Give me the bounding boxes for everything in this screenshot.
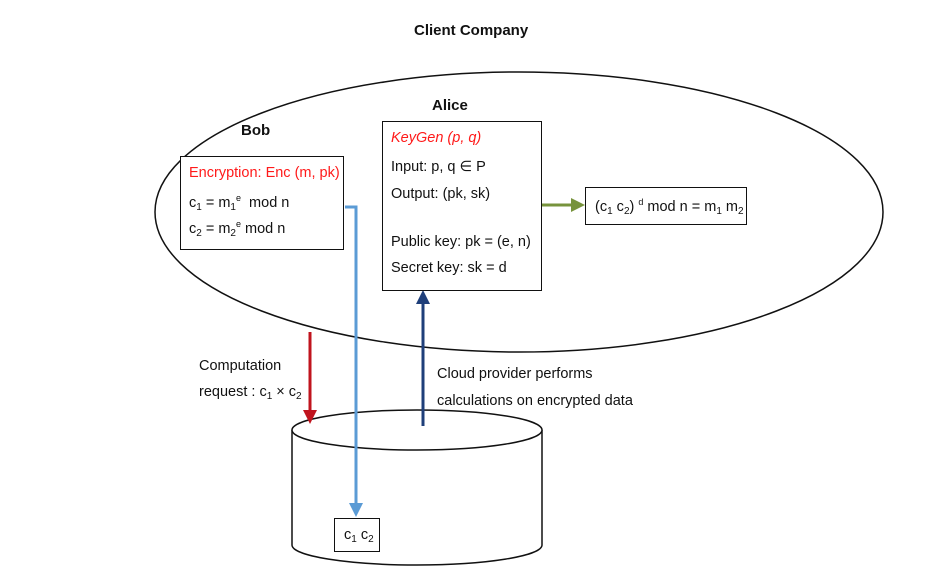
cloud-provider-line-1: Cloud provider performs [437, 366, 593, 382]
cipher-2-formula: c2 = m2e mod n [189, 219, 286, 239]
keygen-box: KeyGen (p, q) Input: p, q ∈ P Output: (p… [382, 121, 542, 291]
diagram-title: Client Company [414, 22, 529, 39]
keygen-input: Input: p, q ∈ P [391, 159, 486, 175]
cloud-provider-line-2: calculations on encrypted data [437, 393, 633, 409]
decryption-formula: (c1 c2) d mod n = m1 m2 [595, 197, 744, 217]
encrypted-data-arrow [345, 205, 363, 517]
bob-label: Bob [241, 122, 271, 139]
encryption-box: Encryption: Enc (m, pk) c1 = m1e mod n c… [180, 156, 344, 250]
public-key: Public key: pk = (e, n) [391, 234, 531, 250]
stored-ciphertext-box: c1 c2 [334, 518, 380, 552]
computation-request: request : c1 × c2 [199, 384, 302, 402]
cipher-1-formula: c1 = m1e mod n [189, 193, 290, 213]
keygen-output: Output: (pk, sk) [391, 186, 491, 202]
computation-label: Computation [199, 358, 282, 374]
decryption-result-box: (c1 c2) d mod n = m1 m2 [585, 187, 747, 225]
secret-key: Secret key: sk = d [391, 260, 507, 276]
stored-ciphertext: c1 c2 [344, 527, 374, 545]
computation-request-arrow [303, 332, 317, 424]
encryption-title: Encryption: Enc (m, pk) [189, 165, 340, 181]
alice-label: Alice [432, 97, 468, 114]
cloud-result-arrow [416, 290, 430, 426]
decryption-arrow [542, 198, 585, 212]
database-cylinder [291, 409, 543, 566]
keygen-title: KeyGen (p, q) [391, 130, 482, 146]
